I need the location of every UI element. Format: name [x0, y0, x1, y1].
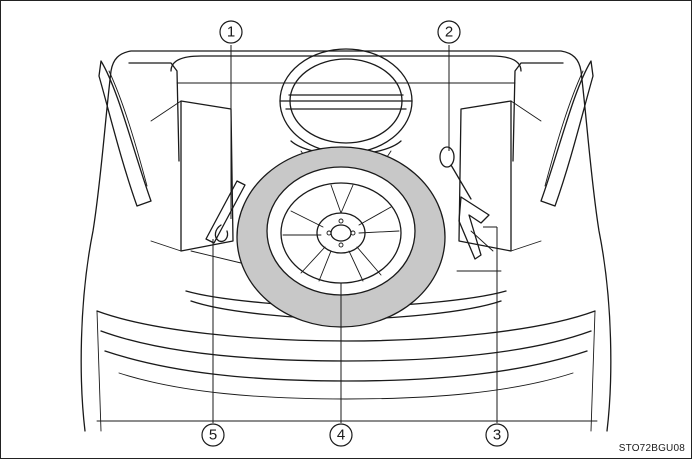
callout-2-label: 2 — [445, 24, 453, 41]
callout-1-label: 1 — [227, 24, 235, 41]
callout-5-label: 5 — [209, 427, 217, 444]
jack-handle — [190, 180, 246, 264]
image-code: STO72BGU08 — [618, 443, 685, 454]
callout-4-label: 4 — [337, 427, 345, 444]
callout-4: 4 — [329, 423, 353, 447]
callout-1: 1 — [219, 20, 243, 44]
callout-3-label: 3 — [493, 427, 501, 444]
towing-eyelet-and-jack — [439, 146, 502, 272]
callout-5: 5 — [201, 423, 225, 447]
callout-3: 3 — [485, 423, 509, 447]
callout-2: 2 — [437, 20, 461, 44]
